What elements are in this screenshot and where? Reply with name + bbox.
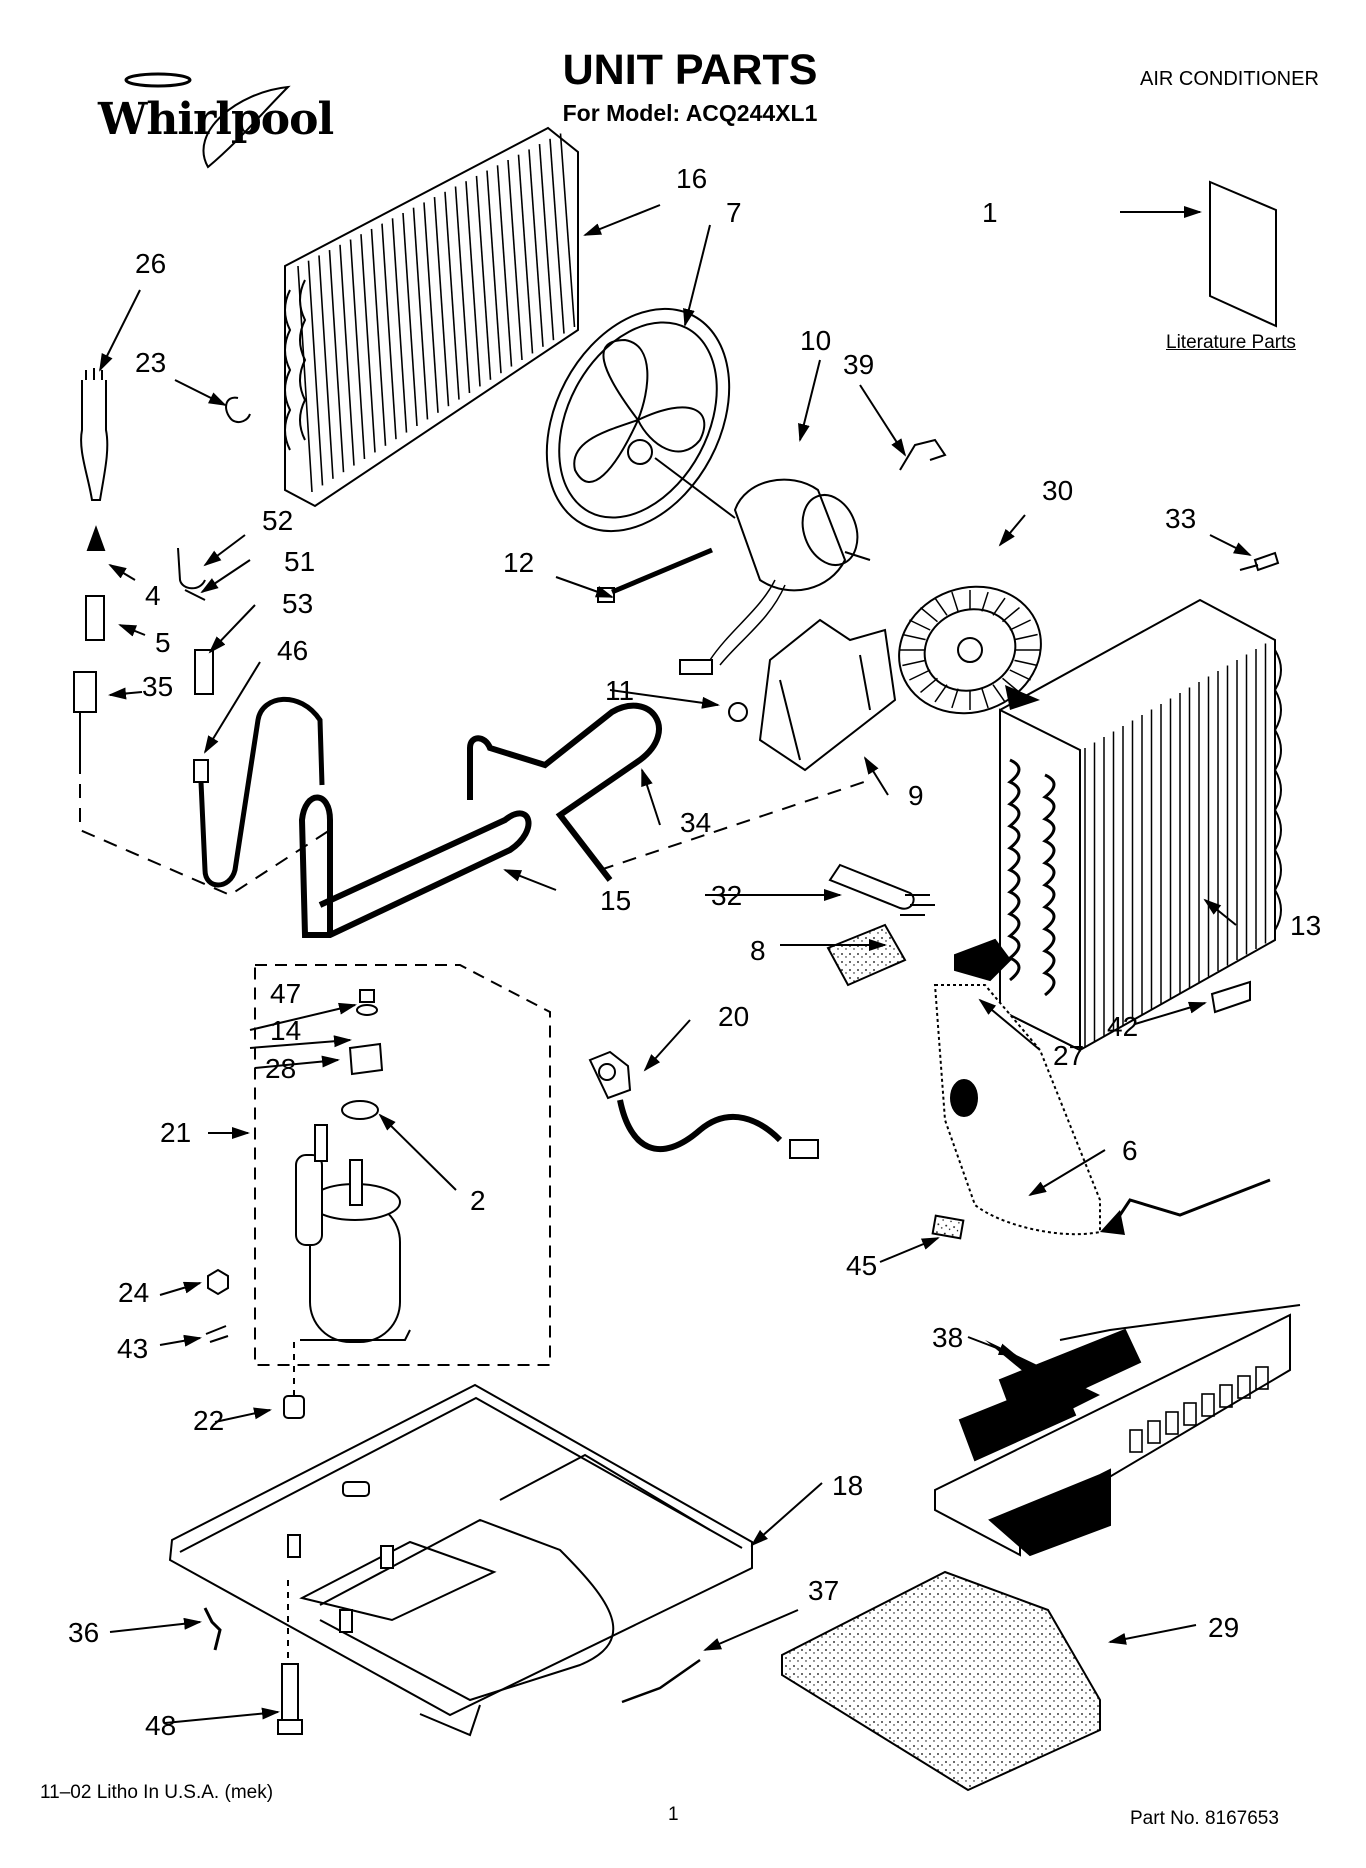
callout-51: 51	[284, 546, 315, 577]
callout-32: 32	[711, 880, 742, 911]
callout-53: 53	[282, 588, 313, 619]
blower-wheel	[898, 585, 1042, 715]
callout-46: 46	[277, 635, 308, 666]
compressor-assembly-box	[254, 964, 551, 1366]
callout-13: 13	[1290, 910, 1321, 941]
page-title: UNIT PARTS	[562, 46, 818, 94]
callout-23: 23	[135, 347, 166, 378]
motor-mount	[728, 618, 897, 772]
compressor	[295, 1124, 411, 1343]
callout-20: 20	[718, 1001, 749, 1032]
callout-18: 18	[832, 1470, 863, 1501]
callout-7: 7	[726, 197, 742, 228]
evaporator-coil	[999, 598, 1282, 1052]
callout-14: 14	[270, 1015, 301, 1046]
callout-48: 48	[145, 1710, 176, 1741]
control-housing	[934, 1304, 1301, 1557]
whirlpool-logo: Whirlpool	[88, 72, 334, 172]
callout-27: 27	[1053, 1040, 1084, 1071]
callout-26: 26	[135, 248, 166, 279]
literature-booklet	[1209, 180, 1277, 328]
callout-10: 10	[800, 325, 831, 356]
base-pan	[168, 1383, 753, 1737]
callout-34: 34	[680, 807, 711, 838]
model-subtitle: For Model: ACQ244XL1	[562, 100, 818, 126]
callout-29: 29	[1208, 1612, 1239, 1643]
callout-35: 35	[142, 671, 173, 702]
clip-42	[1210, 980, 1251, 1014]
callout-15: 15	[600, 885, 631, 916]
callout-47: 47	[270, 978, 301, 1009]
callout-28: 28	[265, 1053, 296, 1084]
callout-8: 8	[750, 935, 766, 966]
capacitor-harness	[588, 1050, 819, 1159]
callout-9: 9	[908, 780, 924, 811]
literature-parts-label: Literature Parts	[1166, 332, 1296, 353]
callout-24: 24	[118, 1277, 149, 1308]
foam-sleeve	[826, 923, 907, 987]
callout-30: 30	[1042, 475, 1073, 506]
callout-43: 43	[117, 1333, 148, 1364]
condenser-coil	[284, 126, 579, 508]
callout-42: 42	[1107, 1011, 1138, 1042]
callout-5: 5	[155, 627, 171, 658]
callout-36: 36	[68, 1617, 99, 1648]
drain-bracket	[954, 938, 1012, 982]
litho-line: 11–02 Litho In U.S.A. (mek)	[40, 1782, 274, 1803]
brand-wordmark: Whirlpool	[98, 94, 334, 145]
black-arrow-38	[985, 1340, 1100, 1410]
gasket-45	[931, 1214, 965, 1240]
leveling-bolt	[277, 1580, 303, 1735]
callout-33: 33	[1165, 503, 1196, 534]
category-label: AIR CONDITIONER	[1140, 68, 1319, 90]
callout-11: 11	[605, 675, 634, 706]
air-filter	[781, 1570, 1101, 1792]
callout-12: 12	[503, 547, 534, 578]
callout-6: 6	[1122, 1135, 1138, 1166]
callout-39: 39	[843, 349, 874, 380]
callout-1: 1	[982, 197, 998, 228]
callout-38: 38	[932, 1322, 963, 1353]
callout-22: 22	[193, 1405, 224, 1436]
callout-45: 45	[846, 1250, 877, 1281]
tie-strap	[597, 547, 713, 603]
callout-4: 4	[145, 580, 161, 611]
callout-21: 21	[160, 1117, 191, 1148]
callout-52: 52	[262, 505, 293, 536]
fuse-harness-26	[80, 368, 109, 501]
harness-39	[899, 438, 947, 471]
screw-33	[1239, 551, 1280, 572]
logo-swirl-icon	[124, 72, 291, 169]
part-number: Part No. 8167653	[1130, 1808, 1279, 1829]
callout-2: 2	[470, 1185, 486, 1216]
callout-16: 16	[676, 163, 707, 194]
callout-37: 37	[808, 1575, 839, 1606]
fan-motor	[654, 457, 871, 675]
page-number: 1	[668, 1804, 679, 1825]
clip-23	[225, 396, 251, 424]
